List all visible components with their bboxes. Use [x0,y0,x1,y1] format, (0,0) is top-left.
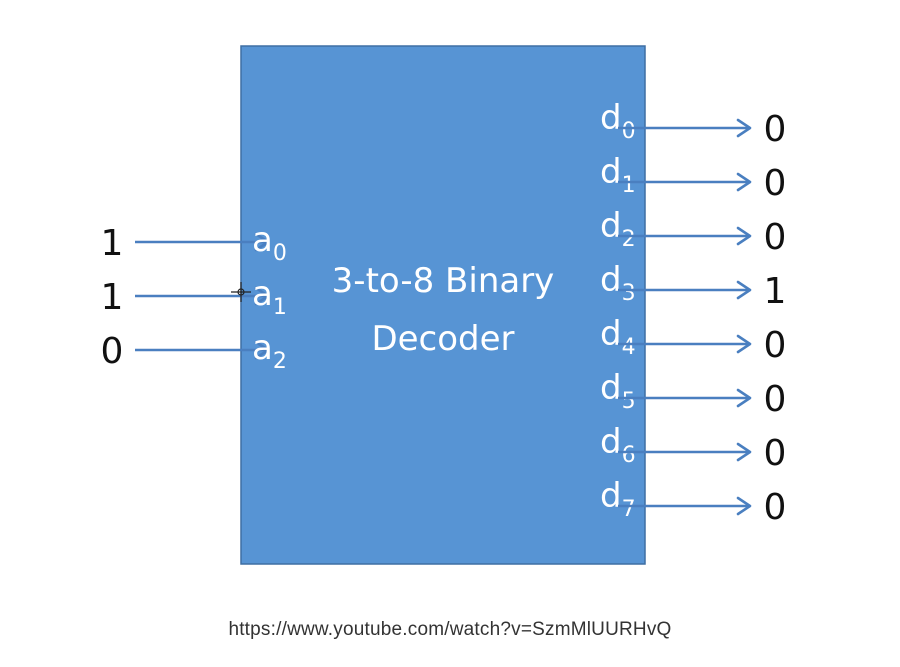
input-arrow-a0 [135,232,270,252]
output-value-d4: 0 [764,325,787,366]
output-value-d5: 0 [764,379,787,420]
output-pin-d3: d3 [600,260,636,306]
output-pin-d1: d1 [600,152,636,198]
input-pin-a2: a2 [252,328,287,374]
input-pin-a1: a1 [252,274,287,320]
output-value-d0: 0 [764,109,787,150]
output-pin-d2: d2 [600,206,636,252]
output-arrow-d6 [618,442,752,462]
output-pin-d4: d4 [600,314,636,360]
output-value-d1: 0 [764,163,787,204]
output-pin-d7: d7 [600,476,636,522]
input-value-a2: 0 [101,331,124,372]
output-pin-d0: d0 [600,98,636,144]
decoder-title-line1: 3-to-8 Binary [332,261,555,301]
input-arrow-a2 [135,340,270,360]
output-arrow-d3 [618,280,752,300]
output-arrow-d2 [618,226,752,246]
input-pin-a0: a0 [252,220,287,266]
decoder-block [240,45,646,565]
decoder-title-line2: Decoder [371,319,514,359]
input-signals: 1 a0 1 a1 0 a2 [101,220,287,374]
output-arrow-d4 [618,334,752,354]
output-arrow-d1 [618,172,752,192]
output-pin-d5: d5 [600,368,636,414]
output-value-d7: 0 [764,487,787,528]
output-arrow-d5 [618,388,752,408]
cursor-crosshair-icon [231,282,251,302]
output-value-d2: 0 [764,217,787,258]
source-url-caption: https://www.youtube.com/watch?v=SzmMlUUR… [228,619,672,640]
output-signals: d0 0 d1 0 d2 0 d3 1 d4 0 d5 0 d6 0 d7 0 [600,98,786,528]
input-arrow-a1 [135,286,270,306]
input-value-a0: 1 [101,223,124,264]
output-value-d3: 1 [764,271,787,312]
output-arrow-d7 [618,496,752,516]
input-value-a1: 1 [101,277,124,318]
output-value-d6: 0 [764,433,787,474]
output-pin-d6: d6 [600,422,636,468]
output-arrow-d0 [618,118,752,138]
